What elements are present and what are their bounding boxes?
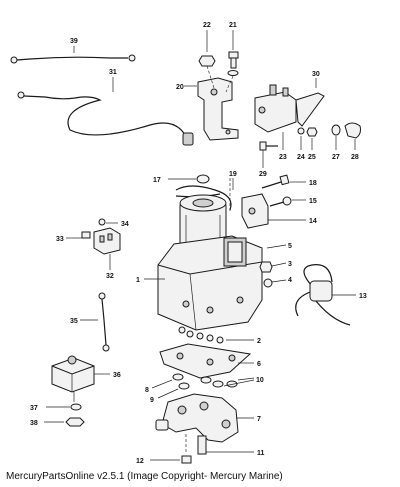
callout-25: 25 — [308, 154, 316, 161]
callout-19: 19 — [229, 171, 237, 178]
callout-31: 31 — [109, 69, 117, 76]
callout-29: 29 — [259, 171, 267, 178]
callout-39: 39 — [70, 38, 78, 45]
grommet-17 — [168, 174, 210, 184]
nut-22 — [198, 30, 216, 89]
bracket-20 — [184, 77, 239, 141]
callout-8: 8 — [145, 387, 149, 394]
callout-28: 28 — [351, 154, 359, 161]
callout-20: 20 — [176, 84, 184, 91]
relay-32 — [93, 227, 121, 270]
plate-6 — [159, 343, 254, 379]
bolt-21 — [225, 30, 239, 93]
callout-18: 18 — [309, 180, 317, 187]
dowel-19 — [229, 178, 234, 212]
callout-4: 4 — [288, 277, 292, 284]
pump-motor-assembly-1 — [144, 185, 263, 331]
screw-15 — [269, 196, 306, 207]
o-rings-10 — [200, 376, 255, 388]
screw-33 — [66, 231, 91, 239]
screw-5 — [266, 244, 287, 249]
callout-15: 15 — [309, 198, 317, 205]
bracket-14 — [241, 193, 306, 229]
copyright-footer: MercuryPartsOnline v2.5.1 (Image Copyrig… — [6, 471, 283, 482]
callout-35: 35 — [70, 318, 78, 325]
callout-30: 30 — [312, 71, 320, 78]
callout-37: 37 — [30, 405, 38, 412]
callout-33: 33 — [56, 236, 64, 243]
callout-2: 2 — [257, 338, 261, 345]
ground-wire-35 — [80, 292, 110, 352]
strap-30 — [295, 78, 325, 127]
callout-6: 6 — [257, 361, 261, 368]
callout-11: 11 — [257, 450, 265, 457]
valve-body-7 — [155, 393, 254, 443]
switch-13 — [295, 264, 356, 326]
boot-28 — [344, 122, 361, 150]
callout-24: 24 — [297, 154, 305, 161]
o-ring-8 — [151, 373, 184, 389]
callout-9: 9 — [150, 397, 154, 404]
washer-24 — [297, 127, 305, 150]
callout-5: 5 — [288, 243, 292, 250]
callout-7: 7 — [257, 416, 261, 423]
bolt-12 — [150, 434, 192, 464]
callout-1: 1 — [136, 277, 140, 284]
nut-25 — [306, 127, 318, 150]
cable-39 — [10, 46, 136, 64]
callout-22: 22 — [203, 22, 211, 29]
bolt-18 — [261, 174, 306, 189]
callout-12: 12 — [136, 458, 144, 465]
o-ring-9 — [157, 382, 190, 399]
plug-4 — [263, 278, 287, 288]
washer-27 — [331, 124, 341, 150]
plug-3 — [259, 261, 287, 273]
cable-31 — [17, 77, 194, 146]
bolt-29 — [259, 141, 278, 168]
mount-block-36 — [51, 355, 110, 402]
callout-27: 27 — [332, 154, 340, 161]
callout-21: 21 — [229, 22, 237, 29]
washer-37 — [46, 403, 82, 411]
callout-17: 17 — [153, 177, 161, 184]
o-rings-2 — [178, 326, 254, 344]
nut-38 — [44, 417, 85, 427]
callout-38: 38 — [30, 420, 38, 427]
bolt-11 — [197, 435, 254, 455]
callout-32: 32 — [106, 273, 114, 280]
callout-34: 34 — [121, 221, 129, 228]
callout-13: 13 — [359, 293, 367, 300]
callout-14: 14 — [309, 218, 317, 225]
callout-36: 36 — [113, 372, 121, 379]
callout-10: 10 — [256, 377, 264, 384]
nut-34 — [98, 218, 118, 226]
solenoid-23 — [254, 84, 297, 150]
callout-23: 23 — [279, 154, 287, 161]
callout-3: 3 — [288, 261, 292, 268]
